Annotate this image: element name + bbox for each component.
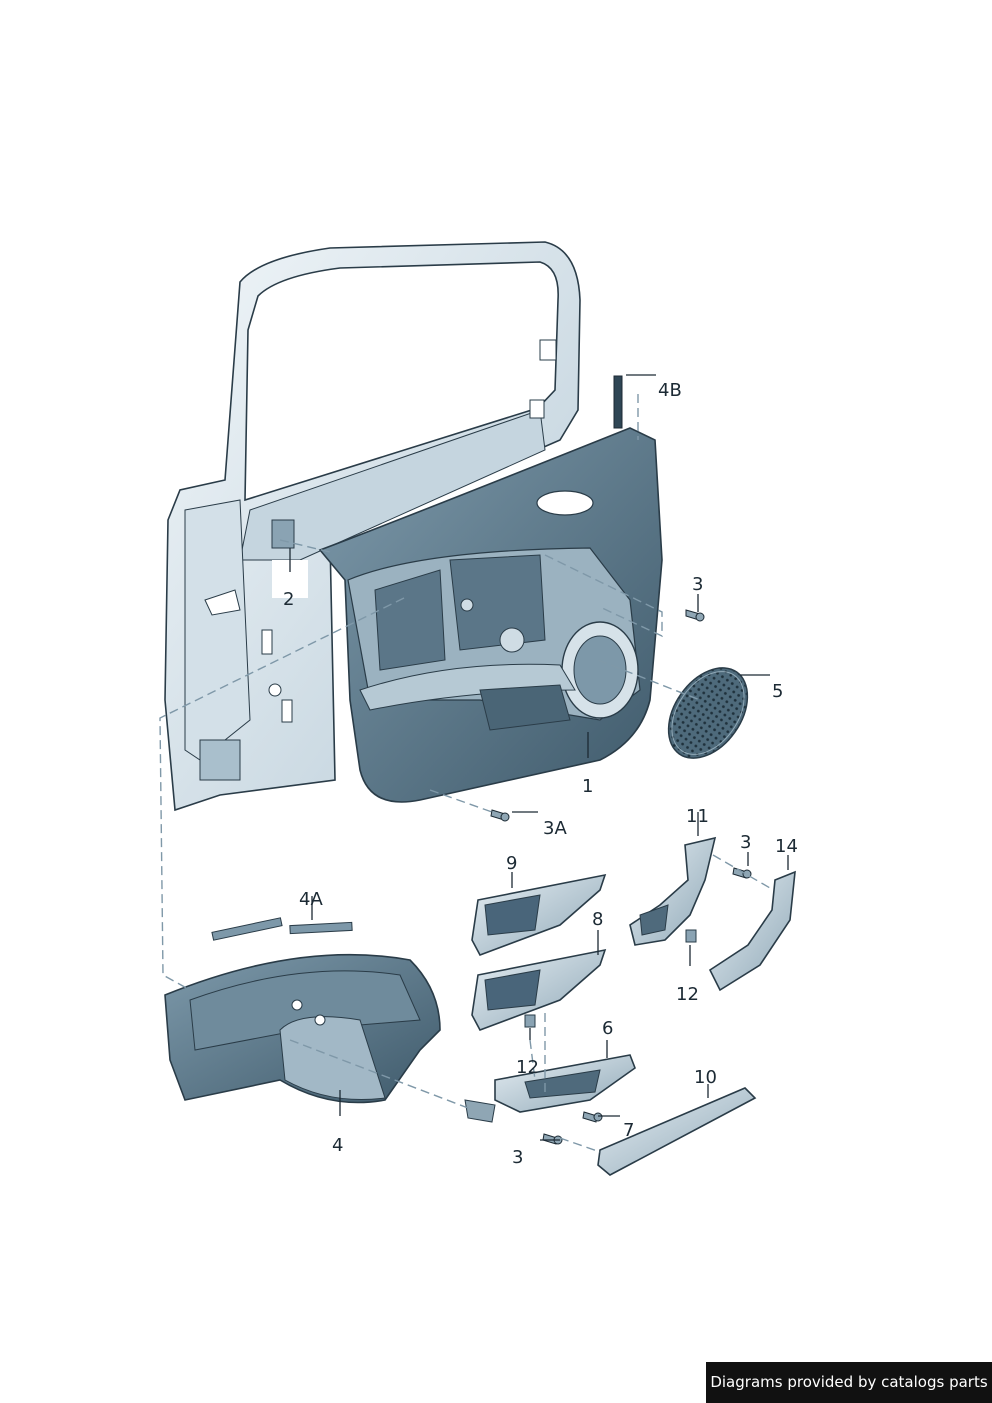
callout-4a: 4A	[299, 889, 323, 910]
screw-icons	[490, 609, 752, 1145]
callout-10: 10	[694, 1067, 717, 1088]
switch-panel-9	[471, 873, 607, 956]
handle-bracket-6	[464, 1054, 636, 1123]
trim-strip-10	[597, 1087, 757, 1176]
assembly-lines	[159, 394, 771, 1153]
callout-labels: 4B 2 3 5 1 3A 11 3 14 9 4A 8 12 6 12 10 …	[283, 380, 798, 1168]
door-trim-panel	[318, 427, 663, 803]
callout-4: 4	[332, 1135, 343, 1156]
callout-3-lower: 3	[512, 1147, 523, 1168]
callout-3a: 3A	[543, 818, 567, 839]
callout-14: 14	[775, 836, 798, 857]
seal-strip-4b	[613, 375, 623, 429]
door-handle-11	[629, 836, 717, 946]
callout-2: 2	[283, 589, 294, 610]
speaker-grille	[667, 667, 749, 759]
callout-8: 8	[592, 909, 603, 930]
callout-7: 7	[623, 1120, 634, 1141]
leader-lines	[289, 374, 789, 1141]
callout-9: 9	[506, 853, 517, 874]
credit-banner: Diagrams provided by catalogs parts	[706, 1362, 992, 1403]
callout-1: 1	[582, 776, 593, 797]
callout-12-right: 12	[676, 984, 699, 1005]
handle-cover-14	[708, 870, 796, 992]
callout-5: 5	[772, 681, 783, 702]
door-frame	[164, 241, 581, 812]
callout-12-center: 12	[516, 1057, 539, 1078]
callout-4b: 4B	[658, 380, 682, 401]
callout-3-handle: 3	[740, 832, 751, 853]
callout-6: 6	[602, 1018, 613, 1039]
callout-3-upper: 3	[692, 574, 703, 595]
switch-panel-8	[471, 948, 607, 1031]
callout-11: 11	[686, 806, 709, 827]
armrest-trim	[164, 917, 441, 1104]
